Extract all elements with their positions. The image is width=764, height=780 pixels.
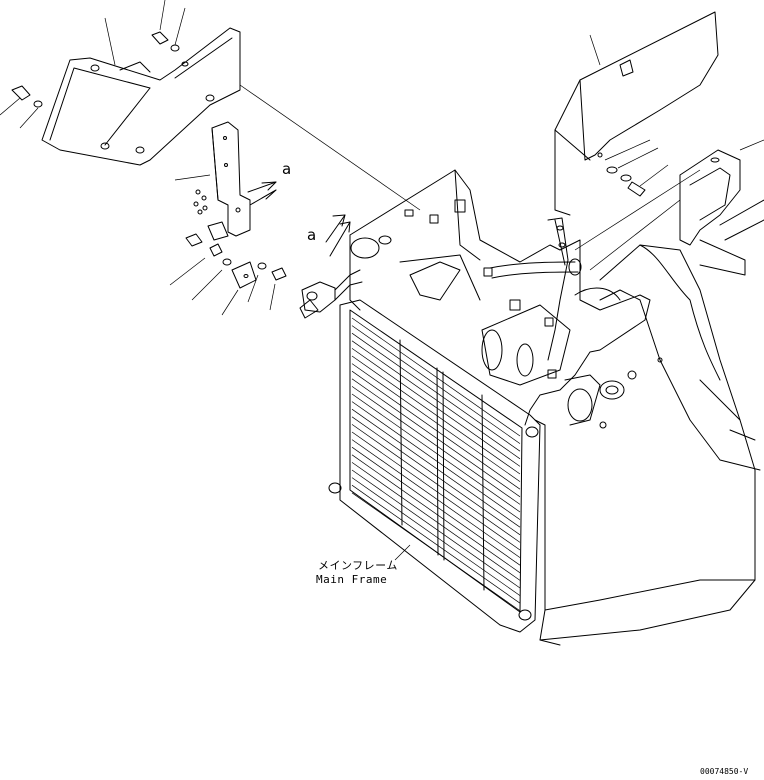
grille-slat xyxy=(351,325,521,444)
grille-slat xyxy=(351,393,521,513)
motor-unit xyxy=(481,304,601,426)
grille-slat xyxy=(351,386,521,505)
grille-slat xyxy=(351,431,521,551)
grille-slat xyxy=(351,317,521,437)
grille-slat xyxy=(351,477,521,596)
main-frame-label-ja: メインフレーム xyxy=(318,559,398,572)
grille-slat xyxy=(351,363,521,482)
fastener-cluster xyxy=(169,189,287,316)
grille-slat xyxy=(351,424,521,543)
grille-slat xyxy=(351,401,521,520)
grille-slat xyxy=(351,348,521,467)
grille-slat xyxy=(351,469,521,589)
grille-slat xyxy=(351,484,521,604)
drawing-code: 00074850-V xyxy=(700,767,749,776)
hose-line xyxy=(489,217,582,361)
grille-slats xyxy=(351,317,521,612)
grille-slat xyxy=(351,416,521,536)
main-frame-label-en: Main Frame xyxy=(316,573,388,586)
grille-slat xyxy=(351,492,521,612)
grille-slat xyxy=(351,340,521,460)
mounting-bracket xyxy=(174,121,277,241)
grille-slat xyxy=(351,332,521,452)
grille-slat xyxy=(351,355,521,475)
grille-slat xyxy=(351,439,521,558)
frame-bottom xyxy=(534,419,756,646)
grille-slat xyxy=(351,378,521,498)
radiator-grille xyxy=(328,299,541,633)
support-bracket xyxy=(574,139,764,276)
bolt-set-left xyxy=(0,0,421,211)
grille-slat xyxy=(351,408,521,528)
grille-slat xyxy=(351,370,521,490)
connector xyxy=(299,269,363,319)
grille-slat xyxy=(351,454,521,574)
main-frame xyxy=(539,244,761,641)
callout-a-lower: a xyxy=(307,226,317,244)
rear-panel xyxy=(554,11,719,216)
callout-arrows xyxy=(325,214,351,257)
bolt-set-right xyxy=(604,139,669,197)
top-cover xyxy=(41,17,241,166)
grille-slat xyxy=(351,462,521,581)
callout-a-upper: a xyxy=(282,160,292,178)
grille-slat xyxy=(351,446,521,566)
